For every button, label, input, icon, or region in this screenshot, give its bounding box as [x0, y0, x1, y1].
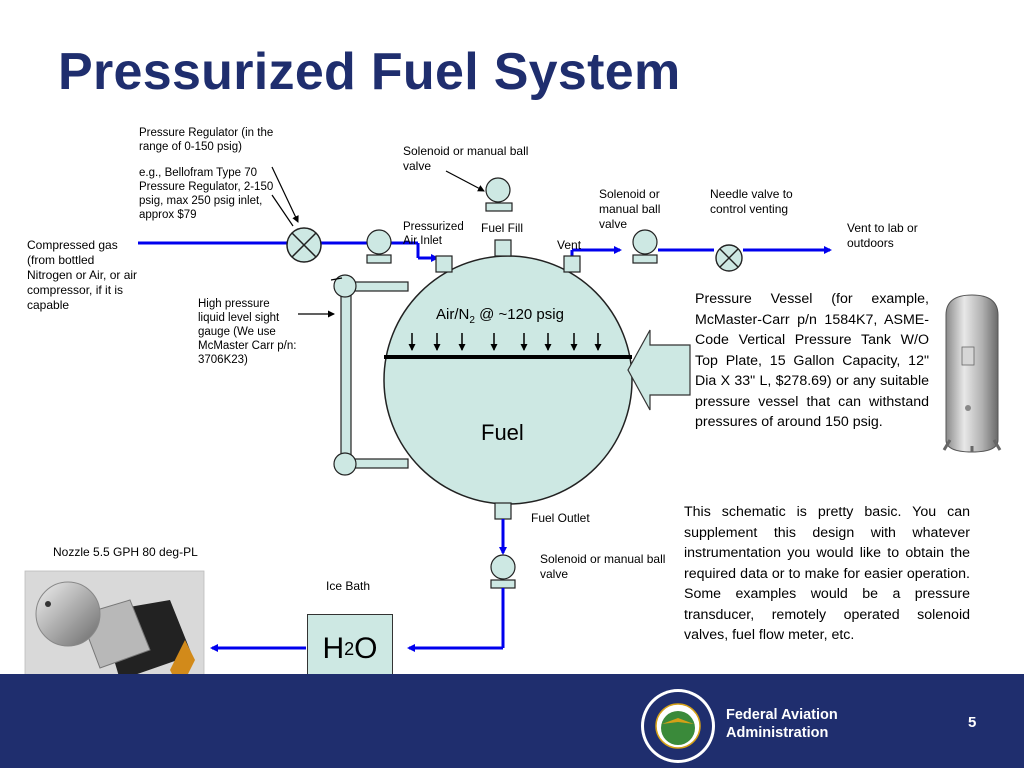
faa-line2: Administration — [726, 725, 829, 741]
nozzle-label: Nozzle 5.5 GPH 80 deg-PL — [53, 545, 198, 559]
solenoid-top-label: Solenoid or manual ball valve — [403, 144, 529, 173]
solenoid-valve-fill — [485, 177, 513, 212]
solenoid-valve-vent — [632, 229, 658, 264]
fuel-label: Fuel — [481, 420, 524, 445]
solenoid-bottom-label: Solenoid or manual ball valve — [540, 552, 666, 581]
outlet-line — [210, 588, 505, 652]
faa-seal-logo — [641, 689, 715, 763]
fuel-fill-port — [494, 239, 512, 257]
footer-bar — [0, 674, 1024, 768]
regulator-leader-1 — [271, 166, 299, 223]
h2o-h: H — [322, 632, 345, 665]
vent-line — [570, 246, 832, 268]
pressure-vessel-description: Pressure Vessel (for example, McMaster-C… — [695, 291, 929, 430]
slide-title: Pressurized Fuel System — [58, 43, 681, 101]
solenoid-valve-bottom — [490, 554, 516, 589]
vent-label: Vent — [557, 238, 582, 252]
vessel-callout-arrow — [627, 329, 691, 411]
solenoid-top-leader — [445, 170, 485, 192]
fuel-outlet-port — [494, 502, 512, 520]
needle-valve-label: Needle valve to control venting — [710, 187, 793, 216]
gas-supply-line — [138, 241, 439, 262]
air-n2-label: Air/N2 @ ~120 psig — [436, 306, 564, 326]
vent-port — [563, 255, 581, 273]
solenoid-valve-supply — [366, 229, 392, 264]
fuel-fill-label: Fuel Fill — [481, 221, 524, 235]
h2o-sub: 2 — [344, 638, 355, 659]
pressure-arrows — [408, 333, 602, 351]
regulator-example-label: e.g., Bellofram Type 70 Pressure Regulat… — [139, 167, 274, 221]
pressure-vessel — [383, 255, 633, 505]
pressure-tank-image — [942, 294, 1002, 453]
sight-gauge — [333, 274, 409, 476]
ice-bath-label: Ice Bath — [326, 579, 371, 593]
needle-valve — [715, 244, 743, 272]
sight-gauge-label: High pressure liquid level sight gauge (… — [198, 298, 297, 366]
regulator-leader-2 — [271, 194, 294, 227]
faa-name: Federal Aviation Administration — [726, 706, 838, 742]
vent-to-lab-label: Vent to lab or outdoors — [847, 221, 918, 250]
pressurized-inlet-label: Pressurized Air Inlet — [403, 221, 464, 247]
air-inlet-port — [435, 255, 453, 273]
faa-line1: Federal Aviation — [726, 707, 838, 723]
page-number: 5 — [968, 714, 977, 731]
regulator-label: Pressure Regulator (in the range of 0-15… — [139, 127, 274, 153]
gauge-leader-2 — [330, 277, 343, 281]
solenoid-vent-label: Solenoid or manual ball valve — [599, 187, 661, 231]
compressed-gas-label: Compressed gas (from bottled Nitrogen or… — [27, 238, 138, 312]
h2o-o: O — [354, 632, 378, 665]
pressure-regulator — [286, 227, 322, 263]
schematic-note: This schematic is pretty basic. You can … — [684, 504, 970, 643]
fuel-outlet-label: Fuel Outlet — [531, 511, 590, 525]
